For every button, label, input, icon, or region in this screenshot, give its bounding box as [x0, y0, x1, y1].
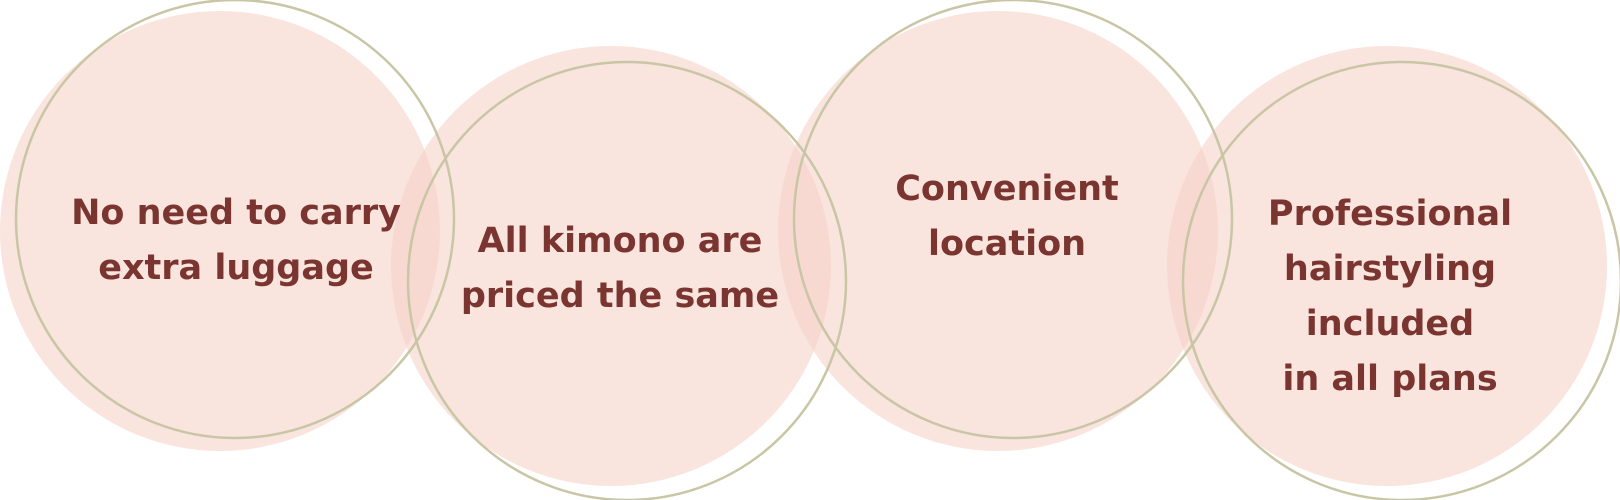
circle-fill-4: [1167, 46, 1607, 486]
circle-fill-2: [391, 46, 831, 486]
feature-label-luggage: No need to carry extra luggage: [71, 193, 401, 288]
feature-label-hairstyling: Professional hairstyling included in all…: [1267, 194, 1513, 399]
feature-label-price: All kimono are priced the same: [460, 221, 780, 316]
circle-outline-4: [1181, 60, 1620, 500]
circle-fill-3: [778, 11, 1218, 451]
circle-outline-3: [792, 0, 1234, 440]
feature-label-location: Convenient location: [895, 169, 1119, 264]
circle-outline-1: [14, 0, 456, 440]
circle-fill-1: [0, 11, 440, 451]
circle-outline-2: [406, 60, 848, 500]
